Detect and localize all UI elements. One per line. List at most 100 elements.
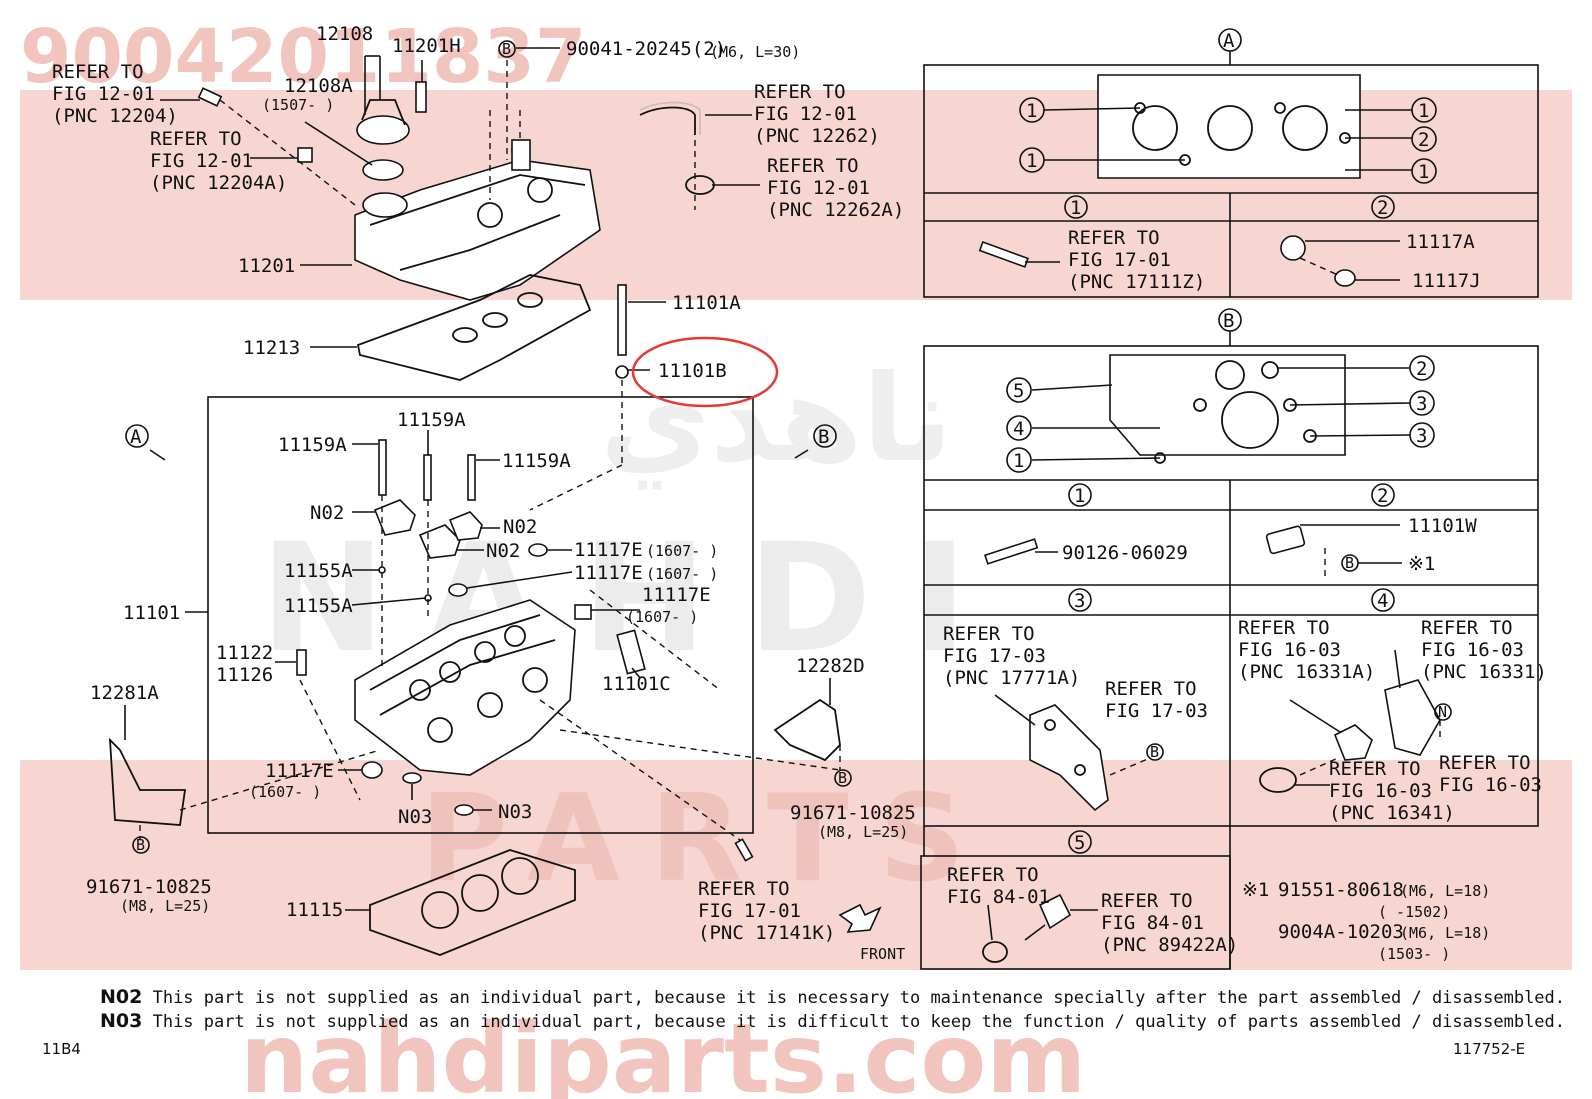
diagram-labels: 12108 11201H B 90041-20245(2) (M6, L=30)…	[52, 23, 916, 963]
panel-a-cell1-num: 1	[1070, 197, 1081, 219]
label-b-4: B	[838, 769, 847, 787]
panel-b-frame	[923, 345, 1539, 827]
housing-16331	[1384, 679, 1441, 756]
panel-b-ref16331-b: FIG 16-03	[1421, 639, 1524, 661]
panel-b-ref89422A-b: FIG 84-01	[1101, 912, 1204, 934]
circle-b-marker	[813, 424, 837, 448]
ref-12262-b: FIG 12-01	[754, 103, 857, 125]
label-91671-2-spec: (M8, L=25)	[818, 823, 908, 841]
panel-b-cell2-b: B	[1345, 554, 1354, 572]
panel-b-cell5-num: 5	[1074, 832, 1085, 854]
label-91671-1: 91671-10825	[86, 876, 212, 898]
bracket-12282D	[773, 698, 841, 762]
panel-b-c3a: 3	[1416, 393, 1427, 415]
panel-a-c4: 1	[1418, 100, 1429, 122]
label-11117E-2-date: (1607- )	[646, 565, 718, 583]
oil-filler-cap	[356, 115, 410, 145]
panel-b-ref1703-b: FIG 17-03	[1105, 700, 1208, 722]
bolt-11159A-3	[467, 454, 476, 501]
label-11117E-4-date: (1607- )	[249, 783, 321, 801]
note-n03-code: N03	[100, 1010, 143, 1032]
panel-b-ref16331A-b: FIG 16-03	[1238, 639, 1341, 661]
panel-a-c1: 1	[1026, 100, 1037, 122]
label-11155A-1: 11155A	[284, 560, 353, 582]
gasket-16341	[1259, 767, 1297, 793]
panel-b-cell4-num: 4	[1377, 590, 1388, 612]
watermark-site: nahdiparts.com	[240, 1003, 1086, 1099]
leader-lines-lower	[124, 430, 841, 911]
panel-b-head	[1109, 354, 1346, 456]
label-11201H: 11201H	[392, 35, 461, 57]
label-11117E-4: 11117E	[265, 760, 334, 782]
ref-17141K-a: REFER TO	[698, 878, 790, 900]
panel-b-cell2-note: ※1	[1408, 553, 1435, 575]
footnote-1-line3-spec: (M6, L=18)	[1400, 924, 1490, 942]
label-11159A-1: 11159A	[278, 434, 347, 456]
panel-b-c3b: 3	[1416, 425, 1427, 447]
label-90041: 90041-20245(2)	[566, 38, 726, 60]
label-11117E-2: 11117E	[574, 562, 643, 584]
label-11101C: 11101C	[602, 673, 671, 695]
label-91671-1-spec: (M8, L=25)	[120, 897, 210, 915]
plug-12204A	[297, 147, 313, 163]
detail-panel-a: A 1 1 1 2 1 1 2 REFER TO FI	[923, 28, 1539, 298]
cam-cap-3	[448, 511, 483, 541]
cam-cap-2	[418, 524, 461, 559]
footer-left-code: 11B4	[42, 1040, 81, 1058]
panel-b-ref16341-a: REFER TO	[1329, 758, 1421, 780]
panel-a-11117A: 11117A	[1406, 231, 1475, 253]
plug-11122	[296, 649, 307, 676]
panel-b-c5: 5	[1013, 380, 1024, 402]
panel-a-head	[1097, 74, 1361, 179]
gasket-11117J	[1334, 269, 1356, 287]
label-11101B: 11101B	[658, 360, 727, 382]
panel-b-ref16341-b: FIG 16-03	[1329, 780, 1432, 802]
panel-b-title: B	[1223, 310, 1234, 332]
panel-b-c2: 2	[1416, 358, 1427, 380]
sensor-12204	[197, 87, 223, 107]
note-n03: N03 This part is not supplied as an indi…	[100, 1010, 1565, 1032]
watermark-part-number: 90042011837	[20, 14, 586, 100]
label-12108A: 12108A	[284, 75, 353, 97]
label-91671-2: 91671-10825	[790, 802, 916, 824]
footnote-1: ※1 91551-80618 (M6, L=18) ( -1502) 9004A…	[1242, 879, 1490, 963]
panel-b-c1: 1	[1013, 450, 1024, 472]
bolt-11201H	[415, 81, 427, 113]
bolt-11159A-2	[423, 454, 432, 501]
cylinder-head-box	[207, 396, 754, 834]
label-n02-1: N02	[310, 502, 344, 524]
panel-b-ref1603-a: REFER TO	[1439, 752, 1531, 774]
ref-12262A-b: FIG 12-01	[767, 177, 870, 199]
ref-12204-b: FIG 12-01	[52, 83, 155, 105]
footnote-1-line1: 91551-80618	[1278, 879, 1404, 901]
stud-17111Z	[978, 241, 1029, 268]
note-n02: N02 This part is not supplied as an indi…	[100, 986, 1565, 1008]
ref-12204A-c: (PNC 12204A)	[150, 172, 287, 194]
panel-b-ref16331-a: REFER TO	[1421, 617, 1513, 639]
stud-90126	[984, 538, 1039, 565]
tube-11101C	[616, 629, 646, 675]
panel-a-ref-c: (PNC 17111Z)	[1068, 271, 1205, 293]
cam-cap-1	[373, 499, 416, 536]
watermark-brand: NAHDI	[260, 512, 1008, 686]
panel-b-ref17771-a: REFER TO	[943, 623, 1035, 645]
front-arrow	[838, 903, 882, 933]
panel-b-cell2-num: 2	[1377, 485, 1388, 507]
label-11155A-2: 11155A	[284, 595, 353, 617]
bolt-11159A-1	[378, 439, 387, 496]
filler-cap-gasket	[362, 159, 404, 181]
label-12281A: 12281A	[90, 682, 159, 704]
filler-opening	[362, 192, 408, 218]
panel-a-ref-b: FIG 17-01	[1068, 249, 1171, 271]
label-11122: 11122	[216, 642, 273, 664]
ref-12262A-c: (PNC 12262A)	[767, 199, 904, 221]
cylinder-head	[108, 439, 882, 956]
circle-b-1	[498, 40, 516, 58]
panel-a-frame	[923, 64, 1539, 298]
label-11115: 11115	[286, 899, 343, 921]
panel-b-cell3-b: B	[1150, 743, 1159, 761]
panel-b-ref8401-b: FIG 84-01	[947, 886, 1050, 908]
panel-b-ref1603-b: FIG 16-03	[1439, 774, 1542, 796]
